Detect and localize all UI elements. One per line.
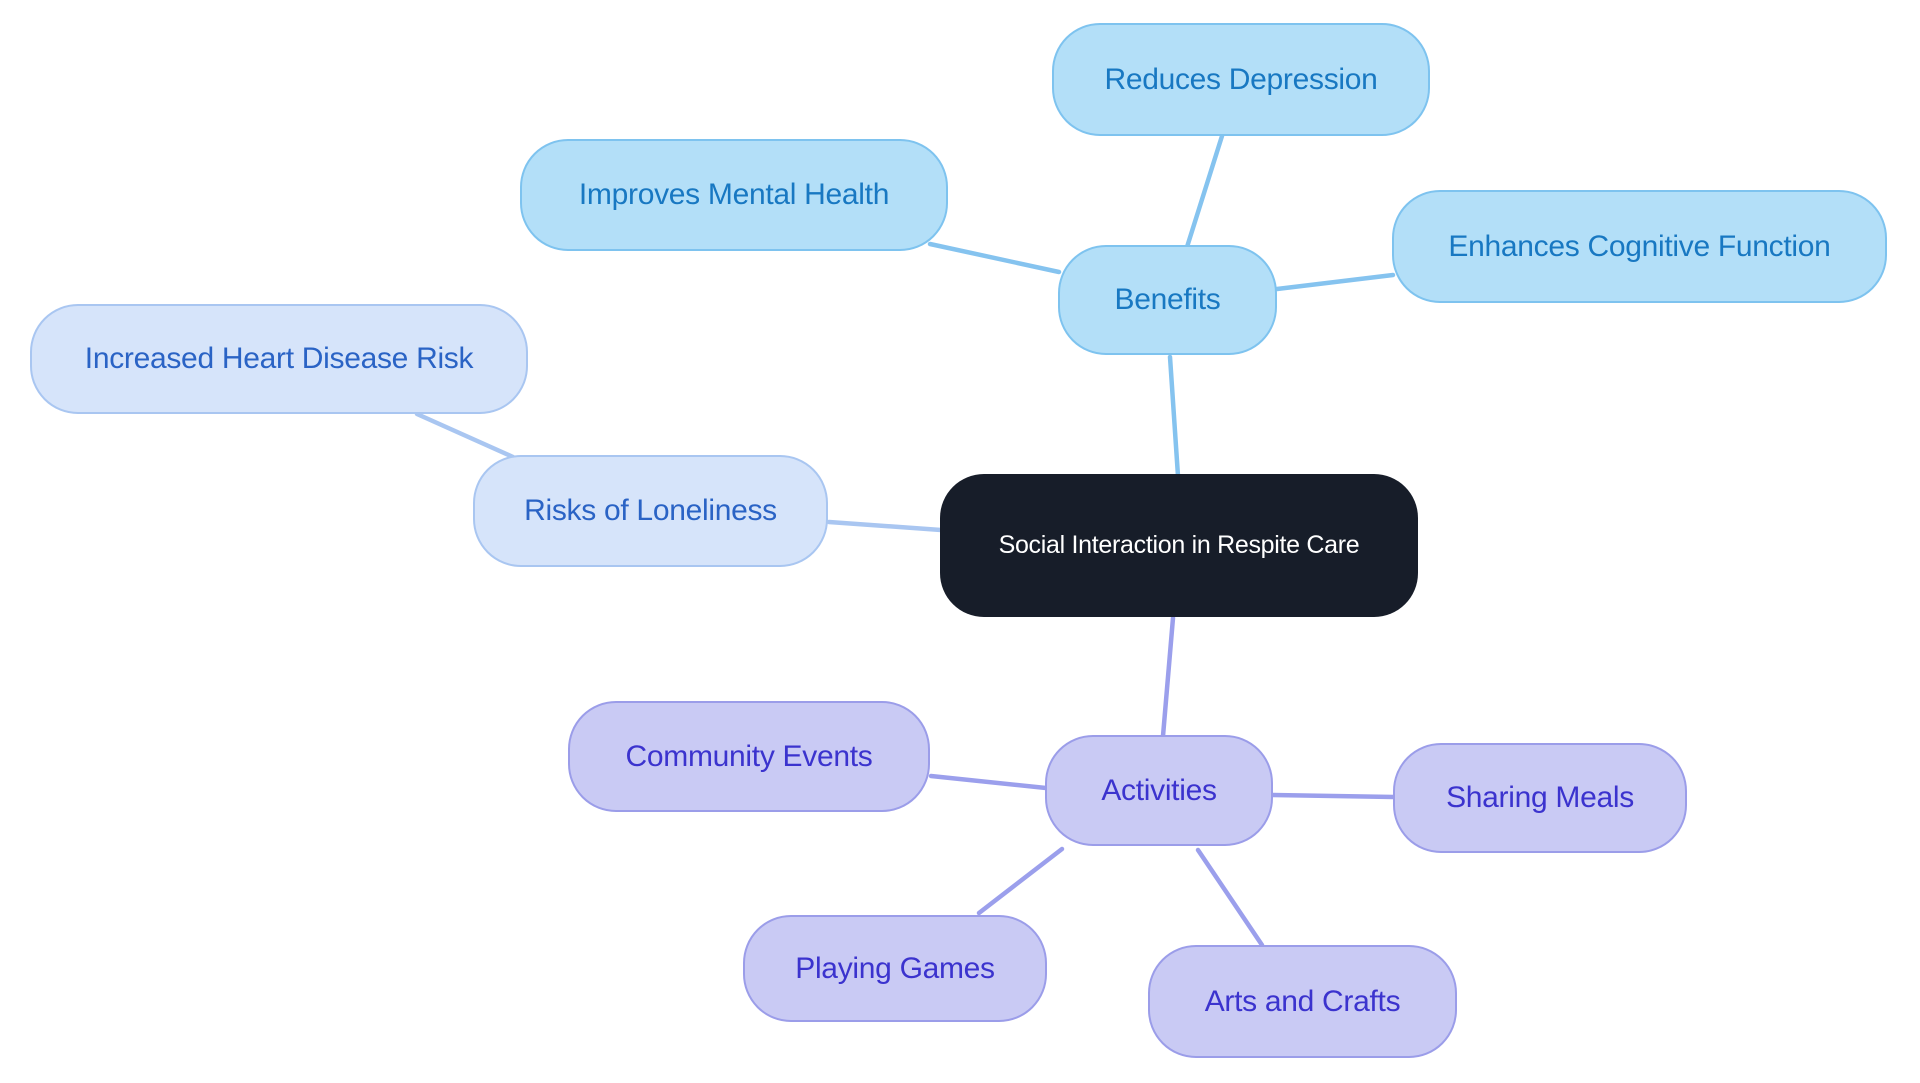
connector-central-benefits [1167,354,1181,479]
node-community-events[interactable]: Community Events [568,701,930,812]
connector-benefits-reduces-depression [1184,133,1225,250]
node-activities-label: Activities [1101,773,1217,807]
node-arts-and-crafts[interactable]: Arts and Crafts [1148,945,1457,1058]
node-central-topic[interactable]: Social Interaction in Respite Care [940,474,1418,617]
connector-activities-playing-games [976,846,1065,916]
node-increased-heart-disease-risk-label: Increased Heart Disease Risk [84,342,474,375]
node-playing-games-label: Playing Games [795,951,995,985]
node-central-topic-label: Social Interaction in Respite Care [998,530,1360,559]
node-increased-heart-disease-risk[interactable]: Increased Heart Disease Risk [30,304,528,414]
connector-central-activities [1160,615,1176,739]
node-reduces-depression-label: Reduces Depression [1104,62,1378,96]
node-enhances-cognitive-function[interactable]: Enhances Cognitive Function [1392,190,1887,303]
node-benefits[interactable]: Benefits [1058,245,1277,355]
connector-central-risks [826,519,944,533]
node-arts-and-crafts-label: Arts and Crafts [1204,984,1401,1018]
node-sharing-meals[interactable]: Sharing Meals [1393,743,1687,853]
node-risks-of-loneliness[interactable]: Risks of Loneliness [473,455,828,567]
connector-benefits-improves-mental-health [927,241,1062,275]
connector-activities-sharing-meals [1270,792,1397,800]
node-reduces-depression[interactable]: Reduces Depression [1052,23,1430,136]
node-sharing-meals-label: Sharing Meals [1446,781,1634,814]
node-improves-mental-health-label: Improves Mental Health [578,178,890,211]
node-risks-of-loneliness-label: Risks of Loneliness [524,494,777,527]
node-community-events-label: Community Events [625,739,873,773]
connector-risks-increased-heart-disease [414,411,516,460]
node-improves-mental-health[interactable]: Improves Mental Health [520,139,948,251]
node-enhances-cognitive-function-label: Enhances Cognitive Function [1448,229,1831,263]
connector-benefits-enhances-cognitive-function [1274,272,1396,292]
node-playing-games[interactable]: Playing Games [743,915,1047,1022]
node-benefits-label: Benefits [1114,283,1221,316]
node-activities[interactable]: Activities [1045,735,1273,846]
connector-activities-arts-and-crafts [1195,847,1265,948]
connector-activities-community-events [928,773,1049,791]
